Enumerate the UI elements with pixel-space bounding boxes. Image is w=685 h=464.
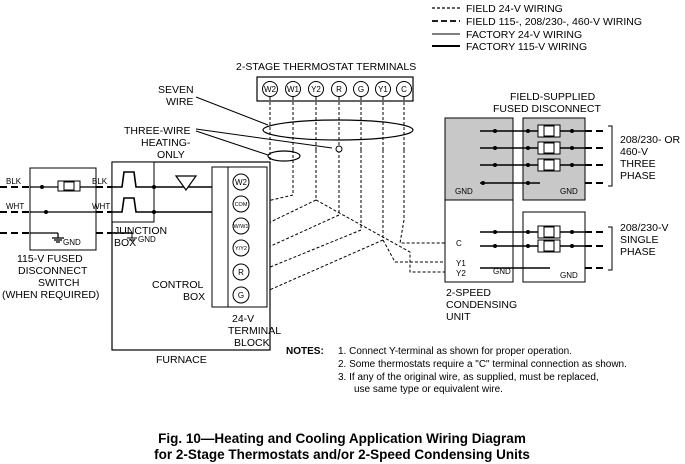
thermostat-field-wires bbox=[249, 97, 445, 296]
furnace-term-com: COM bbox=[235, 202, 248, 208]
legend-field-24v: FIELD 24-V WIRING bbox=[466, 3, 563, 15]
three-wire-label-1: THREE-WIRE bbox=[124, 125, 191, 137]
thermostat-terminals: W2 W1 Y2 R G Y1 C bbox=[262, 81, 412, 97]
tstat-w1: W1 bbox=[287, 85, 300, 94]
condensing-label-3: UNIT bbox=[446, 311, 471, 323]
three-phase-label-2: 460-V bbox=[620, 146, 648, 158]
seven-label-2: WIRE bbox=[166, 96, 193, 108]
legend-factory-24v: FACTORY 24-V WIRING bbox=[466, 29, 582, 41]
tstat-w2: W2 bbox=[264, 85, 277, 94]
three-phase-label-4: PHASE bbox=[620, 170, 656, 182]
legend-field-115v: FIELD 115-, 208/230-, 460-V WIRING bbox=[466, 16, 642, 28]
furnace-term-w2: W2 bbox=[235, 178, 248, 187]
tstat-r: R bbox=[336, 85, 342, 94]
seven-wire-bundle bbox=[262, 119, 414, 141]
seven-label-1: SEVEN bbox=[158, 84, 194, 96]
condensing-unit bbox=[444, 117, 514, 283]
three-phase-label-1: 208/230- OR bbox=[620, 134, 681, 146]
control-box-label-1: CONTROL bbox=[152, 279, 203, 291]
single-phase-label-3: PHASE bbox=[620, 246, 656, 258]
three-wire-label-3: ONLY bbox=[157, 149, 185, 161]
condensing-label-1: 2-SPEED bbox=[446, 287, 491, 299]
blk-left-label: BLK bbox=[6, 177, 22, 186]
wht-left-label: WHT bbox=[6, 202, 24, 211]
switch-gnd-label: GND bbox=[63, 238, 81, 247]
terminal-block-label-3: BLOCK bbox=[234, 337, 270, 349]
note-3-cont: use same type or equivalent wire. bbox=[354, 384, 503, 395]
caption-line-2: for 2-Stage Thermostats and/or 2-Speed C… bbox=[154, 447, 530, 462]
blk-right-label: BLK bbox=[92, 177, 108, 186]
three-wire-label-2: HEATING- bbox=[141, 137, 191, 149]
tstat-g: G bbox=[358, 85, 364, 94]
junction-label-1: JUNCTION bbox=[114, 225, 167, 237]
disc-gnd-label-2: GND bbox=[560, 271, 578, 280]
callout-lines bbox=[195, 96, 333, 156]
fused-disconnect-label-1: FIELD-SUPPLIED bbox=[510, 91, 596, 103]
tstat-y1: Y1 bbox=[378, 85, 388, 94]
note-3: 3. If any of the original wire, as suppl… bbox=[338, 372, 599, 383]
junction-box bbox=[111, 161, 155, 223]
cond-gnd-label-2: GND bbox=[493, 267, 511, 276]
legend-factory-115v: FACTORY 115-V WIRING bbox=[466, 41, 587, 53]
notes-heading: NOTES: bbox=[286, 346, 324, 357]
junction-node bbox=[335, 145, 343, 153]
wht-right-label: WHT bbox=[92, 202, 110, 211]
fused-disconnect-label-2: FUSED DISCONNECT bbox=[493, 103, 602, 115]
condensing-label-2: CONDENSING bbox=[446, 299, 517, 311]
cond-gnd-label: GND bbox=[455, 187, 473, 196]
junction-gnd-label: GND bbox=[138, 235, 156, 244]
cond-term-y2: Y2 bbox=[456, 269, 466, 278]
three-phase-label-3: THREE bbox=[620, 158, 656, 170]
note-1: 1. Connect Y-terminal as shown for prope… bbox=[338, 346, 572, 357]
cond-term-c: C bbox=[456, 239, 462, 248]
terminal-block-label-2: TERMINAL bbox=[228, 325, 281, 337]
note-2: 2. Some thermostats require a "C" termin… bbox=[338, 359, 627, 370]
tstat-y2: Y2 bbox=[311, 85, 321, 94]
single-phase-label-1: 208/230-V bbox=[620, 222, 668, 234]
switch-label-3: SWITCH bbox=[38, 277, 79, 289]
thermostat-title: 2-STAGE THERMOSTAT TERMINALS bbox=[236, 61, 416, 73]
switch-label-2: DISCONNECT bbox=[18, 265, 88, 277]
furnace-term-yy2: Y/Y2 bbox=[235, 246, 247, 252]
furnace-term-g: G bbox=[238, 291, 244, 300]
terminal-block-label-1: 24-V bbox=[232, 313, 254, 325]
furnace-label: FURNACE bbox=[156, 354, 207, 366]
switch-label-1: 115-V FUSED bbox=[17, 253, 83, 265]
cond-term-y1: Y1 bbox=[456, 259, 466, 268]
furnace-term-r: R bbox=[238, 268, 244, 277]
tstat-c: C bbox=[401, 85, 407, 94]
switch-label-4: (WHEN REQUIRED) bbox=[2, 289, 99, 301]
single-phase-label-2: SINGLE bbox=[620, 234, 659, 246]
terminal-block bbox=[227, 166, 268, 308]
disc-gnd-label: GND bbox=[560, 187, 578, 196]
caption-line-1: Fig. 10—Heating and Cooling Application … bbox=[158, 431, 526, 446]
legend: FIELD 24-V WIRING FIELD 115-, 208/230-, … bbox=[432, 3, 642, 53]
three-wire-bundle bbox=[267, 150, 301, 162]
control-box-label-2: BOX bbox=[183, 291, 205, 303]
switch-fuse bbox=[57, 180, 81, 192]
furnace-term-ww1: W/W1 bbox=[234, 224, 249, 230]
furnace-terminals: W2 COM W/W1 Y/Y2 R G bbox=[232, 173, 250, 304]
junction-label-2: BOX bbox=[114, 237, 136, 249]
